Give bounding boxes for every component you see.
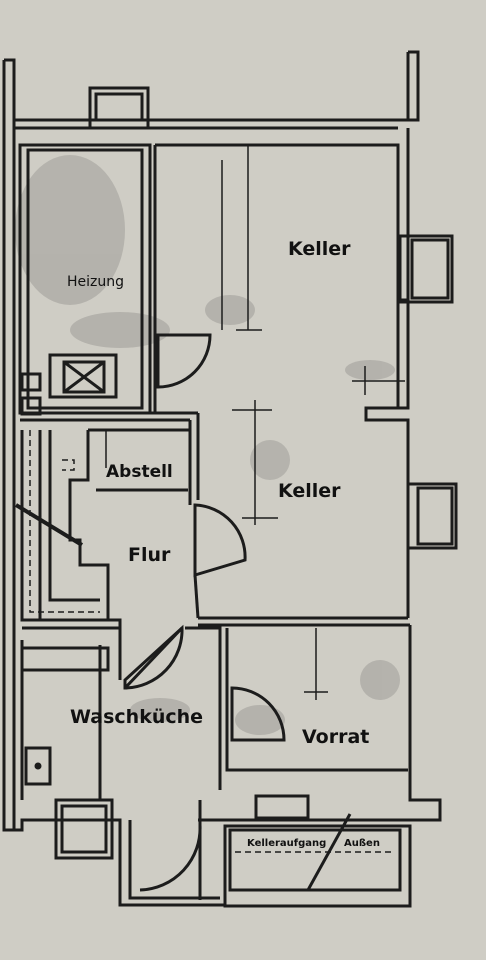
walls <box>2 50 458 908</box>
room-label-keller-bottom: Keller <box>278 480 341 502</box>
stair-cut-line <box>306 813 352 891</box>
room-label-kelleraufgang: Kelleraufgang <box>247 838 327 849</box>
paper-stains <box>15 155 400 735</box>
room-label-heizung: Heizung <box>67 274 125 290</box>
room-label-aussen: Außen <box>344 838 380 849</box>
room-label-vorrat: Vorrat <box>302 726 370 748</box>
dashed-lines <box>29 430 392 853</box>
dimension-marks <box>105 145 405 700</box>
room-label-keller-top: Keller <box>288 238 351 260</box>
room-label-abstell: Abstell <box>106 462 173 482</box>
room-label-flur: Flur <box>128 544 171 566</box>
room-label-waschkueche: Waschküche <box>70 706 204 728</box>
